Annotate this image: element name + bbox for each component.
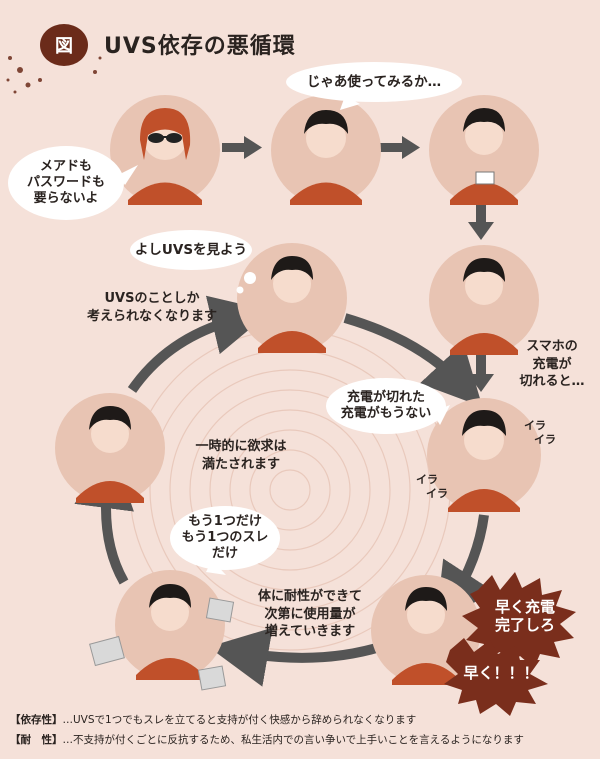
- figure-badge: 図: [40, 24, 88, 66]
- arrow-down-icon: [468, 200, 494, 240]
- caption-phone-dead: スマホの 充電が 切れると…: [519, 339, 585, 390]
- legend-key: 【耐 性】: [10, 734, 63, 746]
- arrow-down-icon: [468, 352, 494, 392]
- person-figures: [76, 108, 520, 691]
- legend-text: …不支持が付くごとに反抗するため、私生活内での言い争いで上手いことを言えるように…: [62, 734, 524, 746]
- page-title: UVS依存の悪循環: [104, 34, 296, 59]
- bubble-try-it: じゃあ使ってみるか…: [286, 62, 462, 102]
- caption-only-uvs: UVSのことしか 考えられなくなります: [86, 291, 217, 324]
- arrow-right-icon: [222, 136, 262, 159]
- irritation-mark: イラ: [524, 419, 546, 432]
- burst-shapes: [444, 572, 576, 716]
- bubble-no-email: メアドも パスワードも 要らないよ: [8, 146, 124, 220]
- legend-key: 【依存性】: [10, 714, 63, 726]
- caption-tolerance: 体に耐性ができて 次第に使用量が 増えていきます: [257, 589, 362, 640]
- burst-hurry: 早く！！！: [463, 664, 539, 682]
- bubble-one-more: もう1つだけ もう1つのスレ だけ: [170, 506, 280, 570]
- splatter-icon: [6, 56, 102, 94]
- bubble-watch-uvs: よしUVSを見よう: [130, 230, 252, 270]
- caption-satisfied: 一時的に欲求は 満たされます: [195, 439, 287, 472]
- legend-tolerance: 【耐 性】…不支持が付くごとに反抗するため、私生活内での言い争いで上手いことを言…: [10, 734, 524, 748]
- bubble-charge-out: 充電が切れた 充電がもうない: [326, 378, 446, 434]
- arrow-right-icon: [380, 136, 420, 159]
- irritation-mark: イラ: [426, 487, 448, 500]
- burst-hurry-charge: 早く充電 完了しろ: [494, 598, 555, 634]
- legend-dependency: 【依存性】…UVSで1つでもスレを立てると支持が付く快感から辞められなくなります: [10, 714, 416, 728]
- sunglasses-icon: [148, 133, 182, 143]
- legend-text: …UVSで1つでもスレを立てると支持が付く快感から辞められなくなります: [62, 714, 417, 726]
- irritation-mark: イラ: [534, 433, 556, 446]
- smartphone-icon: [475, 171, 495, 185]
- irritation-mark: イラ: [416, 473, 438, 486]
